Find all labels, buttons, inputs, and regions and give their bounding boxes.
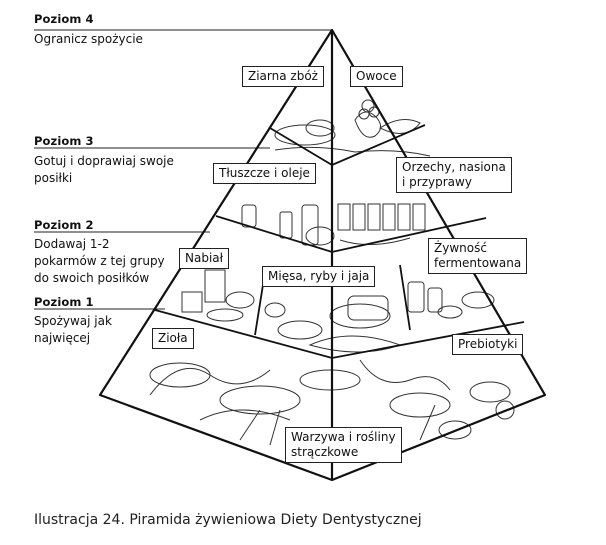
label-prebiotyki: Prebiotyki: [452, 334, 524, 355]
level-3-description: Gotuj i doprawiaj swoje posiłki: [34, 154, 174, 185]
level-2-description: Dodawaj 1-2 pokarmów z tej grupy do swoi…: [34, 237, 165, 285]
label-owoce: Owoce: [350, 66, 403, 87]
label-miesa-ryby-jaja: Mięsa, ryby i jaja: [262, 266, 376, 287]
label-ziola: Zioła: [152, 328, 194, 349]
level-3-title: Poziom 3: [34, 134, 94, 148]
level-2-title: Poziom 2: [34, 218, 94, 232]
label-tluszcze-i-oleje: Tłuszcze i oleje: [213, 163, 316, 184]
label-orzechy-nasiona: Orzechy, nasiona i przyprawy: [396, 157, 512, 193]
figure-caption: Ilustracja 24. Piramida żywieniowa Diety…: [34, 512, 422, 528]
level-4-description: Ogranicz spożycie: [34, 32, 143, 46]
level-4-title: Poziom 4: [34, 12, 94, 26]
level-divider-lines: [34, 29, 332, 310]
level-1-description: Spożywaj jak najwięcej: [34, 314, 112, 345]
label-warzywa-i-rosliny: Warzywa i rośliny strączkowe: [285, 427, 402, 463]
label-ziarna-zboz: Ziarna zbóż: [242, 66, 324, 87]
label-nabial: Nabiał: [179, 248, 230, 269]
level-1-title: Poziom 1: [34, 295, 94, 309]
label-zywnosc-fermentowana: Żywność fermentowana: [428, 238, 528, 274]
